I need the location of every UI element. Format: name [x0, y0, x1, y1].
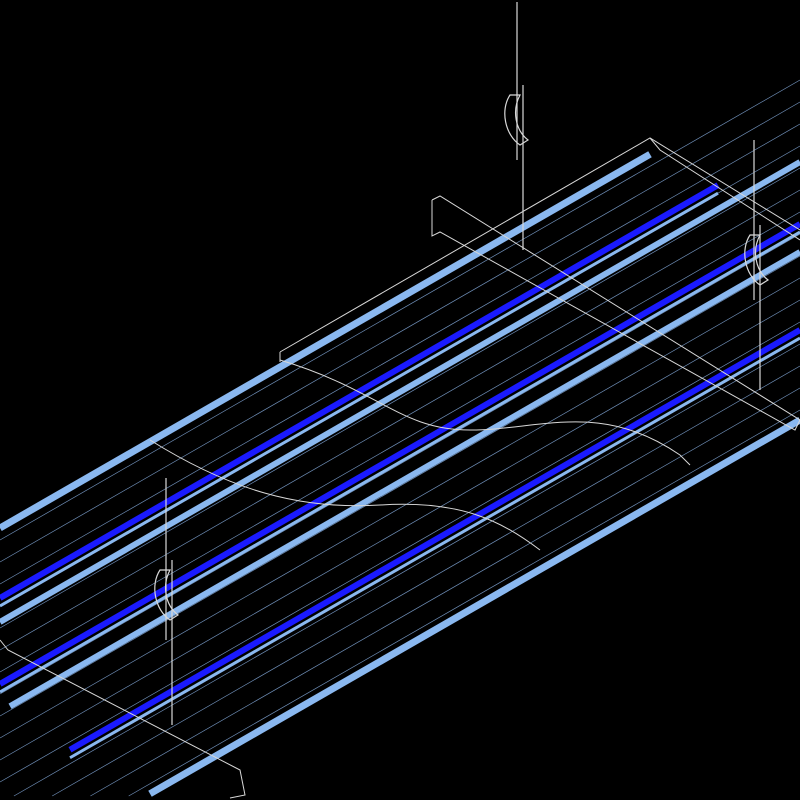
light-panel-stripe: [0, 191, 719, 608]
carrier-channel-bottom: [0, 639, 246, 799]
panel-frame-outline: [0, 137, 800, 799]
hanger-rod-2: [744, 140, 770, 390]
frame-end-edge: [649, 137, 800, 241]
blue-channel-stripe: [0, 221, 800, 687]
light-panel-stripe: [0, 230, 800, 694]
hanger-rods: [154, 2, 770, 725]
panel-stripes: [0, 151, 800, 797]
panel-thin-line: [0, 189, 800, 651]
light-panel-stripe: [0, 159, 800, 625]
panel-thin-line: [0, 321, 800, 783]
panel-thin-line: [0, 211, 800, 673]
light-panel-stripe: [8, 249, 800, 709]
section-cut-curve: [279, 359, 691, 466]
light-panel-stripe: [0, 151, 652, 532]
panel-thin-line: [0, 167, 800, 629]
hanger-rod-3: [154, 478, 180, 725]
panel-thin-line: [13, 343, 800, 797]
panel-thin-line: [0, 277, 800, 739]
light-panel-stripe: [69, 336, 800, 760]
panel-thin-line: [0, 255, 800, 717]
section-cut-curve-lower: [149, 439, 541, 551]
carrier-channel: [431, 195, 800, 431]
blue-channel-stripe: [68, 327, 800, 753]
panel-thin-line: [0, 79, 800, 541]
panel-thin-lines: [0, 79, 800, 797]
panel-thin-line: [0, 123, 800, 585]
panel-thin-line: [90, 387, 800, 797]
light-panel-stripe: [148, 416, 800, 797]
panel-thin-line: [128, 409, 800, 797]
panel-thin-line: [0, 233, 800, 695]
panel-thin-line: [51, 365, 800, 797]
hanger-rod-1: [504, 2, 530, 250]
panel-thin-line: [0, 101, 800, 563]
panel-thin-line: [0, 299, 800, 761]
